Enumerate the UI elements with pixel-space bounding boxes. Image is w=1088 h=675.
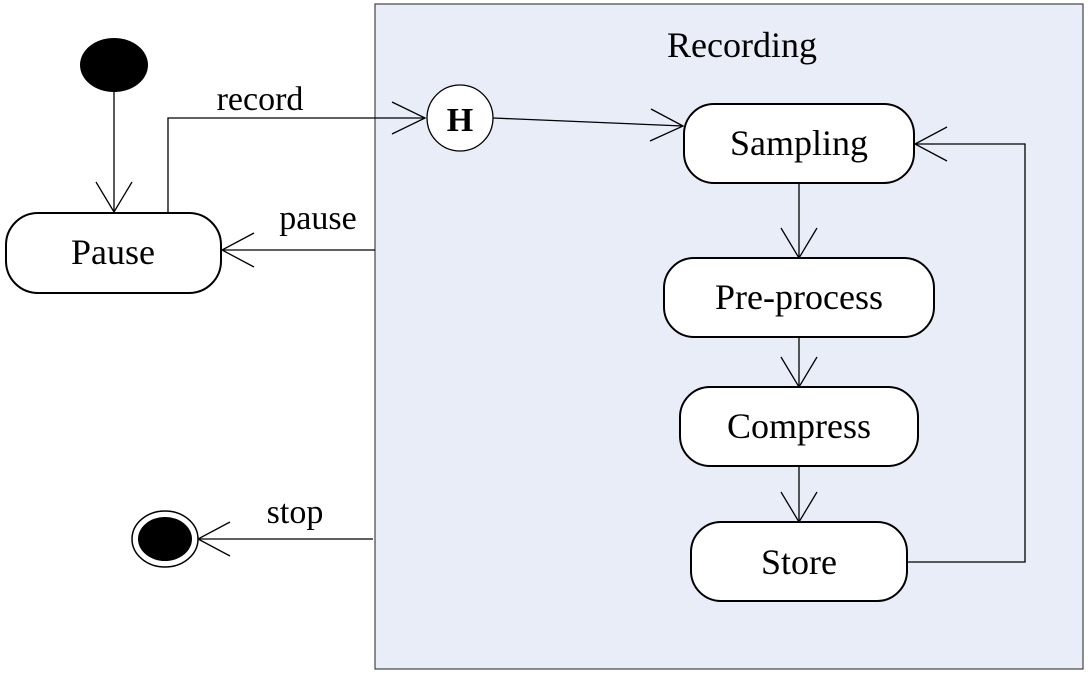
arrowhead-record: [391, 101, 427, 135]
recording-title: Recording: [667, 25, 817, 65]
arrowhead-store-to-sampling: [913, 126, 948, 162]
history-node-label: H: [447, 102, 473, 139]
state-pause: [5, 212, 222, 294]
initial-node: [80, 38, 148, 92]
arrowhead-pause: [220, 232, 255, 268]
state-compress-label: Compress: [727, 406, 871, 446]
state-sampling-label: Sampling: [730, 123, 868, 163]
edge-history-to-sampling: [492, 117, 684, 127]
state-store-label: Store: [761, 542, 837, 582]
state-pause-label: Pause: [71, 232, 155, 272]
transition-stop-label: stop: [267, 494, 324, 531]
transition-record-label: record: [217, 81, 304, 118]
final-node-core: [138, 517, 192, 561]
state-preprocess-label: Pre-process: [715, 277, 883, 317]
edge-record: [167, 117, 425, 213]
transition-pause-label: pause: [279, 200, 356, 237]
arrowhead-history-to-sampling: [649, 108, 685, 142]
edge-store-to-sampling: [907, 143, 1026, 563]
